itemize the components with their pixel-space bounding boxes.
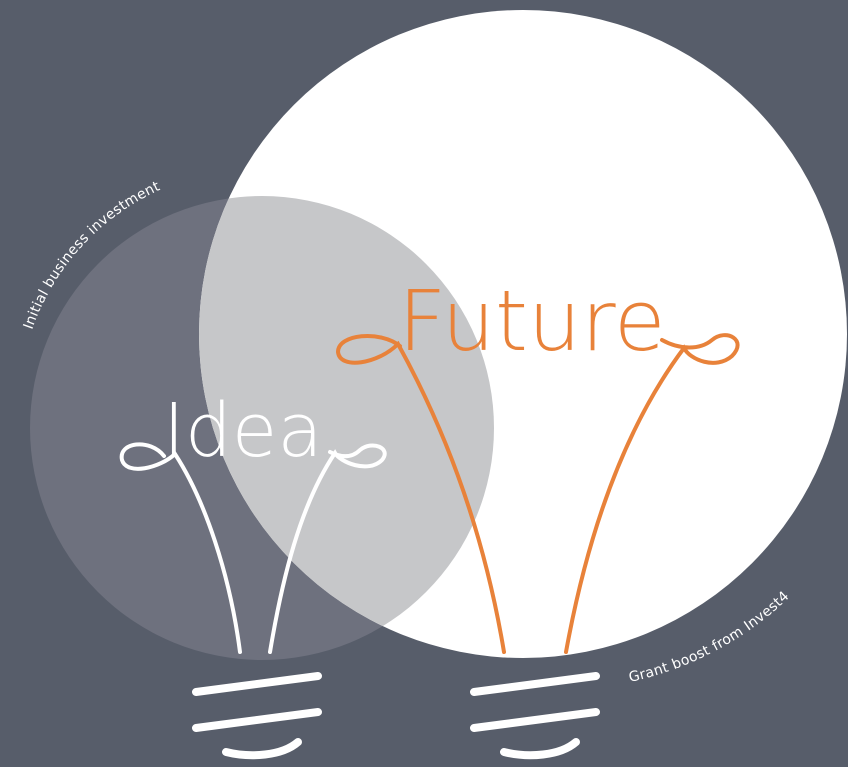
overlap-region [199,196,494,658]
future-base-cap [500,738,580,760]
future-word: Future [398,272,666,370]
future-filament-left [335,334,506,654]
idea-filament-left [119,442,242,654]
future-bulb: Future [335,272,740,760]
idea-base-line-2 [192,708,322,732]
idea-word: Idea [163,388,323,474]
idea-filament-right [268,443,387,654]
idea-base-cap [222,738,302,760]
future-base-line-1 [470,672,600,696]
future-filament-right [564,333,740,654]
idea-base-line-1 [192,672,322,696]
future-base-line-2 [470,708,600,732]
idea-bulb: Idea [119,388,387,760]
